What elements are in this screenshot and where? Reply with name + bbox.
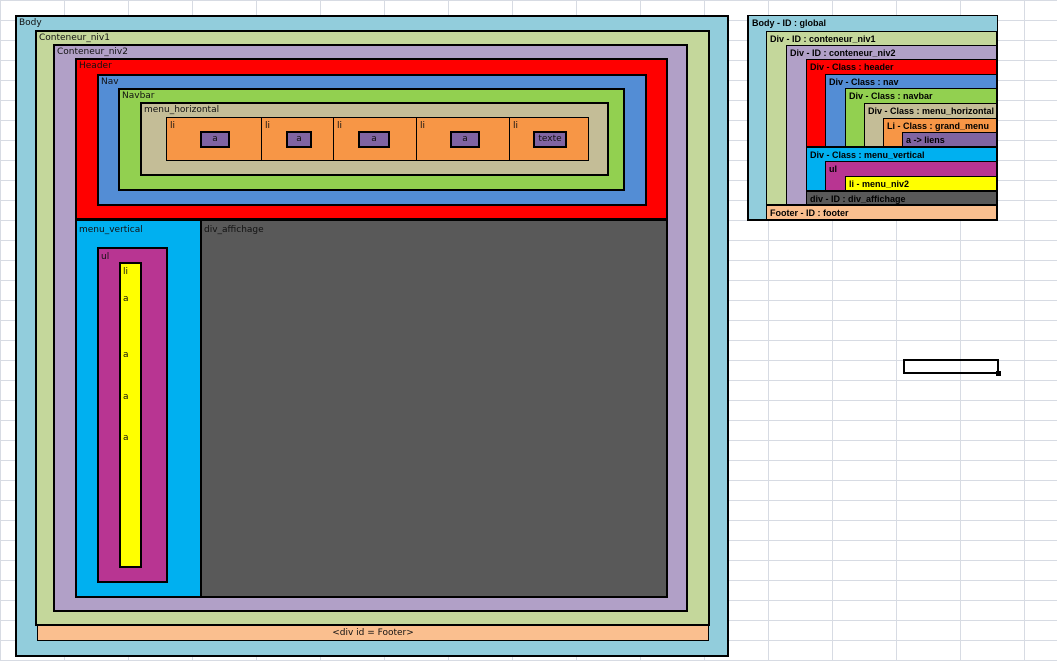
link-a-label: a (123, 392, 129, 402)
body-label: Body (19, 18, 42, 28)
legend-row-liens: a -> liens (902, 132, 997, 147)
div-affichage-label: div_affichage (204, 225, 264, 235)
nav-label: Nav (101, 77, 119, 87)
div-affichage-box: div_affichage (200, 219, 668, 598)
legend-row-div-affichage: div - ID : div_affichage (806, 191, 997, 205)
li-label: li (513, 121, 519, 131)
menu-li-cell: li a (416, 117, 510, 161)
ul-label: ul (101, 252, 110, 262)
link-a-box: a (450, 131, 480, 148)
footer-box: <div id = Footer> (37, 625, 709, 641)
legend-row-menu-niv2: li - menu_niv2 (845, 176, 997, 191)
legend-row-footer: Footer - ID : footer (766, 205, 997, 220)
conteneur-niv1-label: Conteneur_niv1 (39, 33, 110, 43)
menu-li-cell: li texte (509, 117, 589, 161)
menu-vertical-label: menu_vertical (79, 225, 143, 235)
link-a-label: a (123, 433, 129, 443)
menu-li-cell: li a (333, 117, 417, 161)
footer-label: <div id = Footer> (332, 628, 414, 638)
selected-cell[interactable] (903, 359, 1001, 376)
link-a-label: a (123, 350, 129, 360)
legend-row-body: Body - ID : global (749, 16, 997, 31)
header-label: Header (79, 61, 112, 71)
link-a-box: a (200, 131, 230, 148)
link-a-label: a (123, 294, 129, 304)
li-label: li (170, 121, 176, 131)
li-label: li (337, 121, 343, 131)
menu-li-cell: li a (166, 117, 262, 161)
link-a-box: a (358, 131, 390, 148)
li-yellow-box: li a a a a (119, 262, 142, 568)
li-label: li (265, 121, 271, 131)
link-a-box: a (286, 131, 312, 148)
li-yellow-label: li (123, 267, 129, 277)
menu-li-cell: li a (261, 117, 334, 161)
li-label: li (420, 121, 426, 131)
conteneur-niv2-label: Conteneur_niv2 (57, 47, 128, 57)
navbar-label: Navbar (122, 91, 155, 101)
link-texte-box: texte (533, 131, 567, 148)
menu-horizontal-label: menu_horizontal (144, 105, 220, 115)
